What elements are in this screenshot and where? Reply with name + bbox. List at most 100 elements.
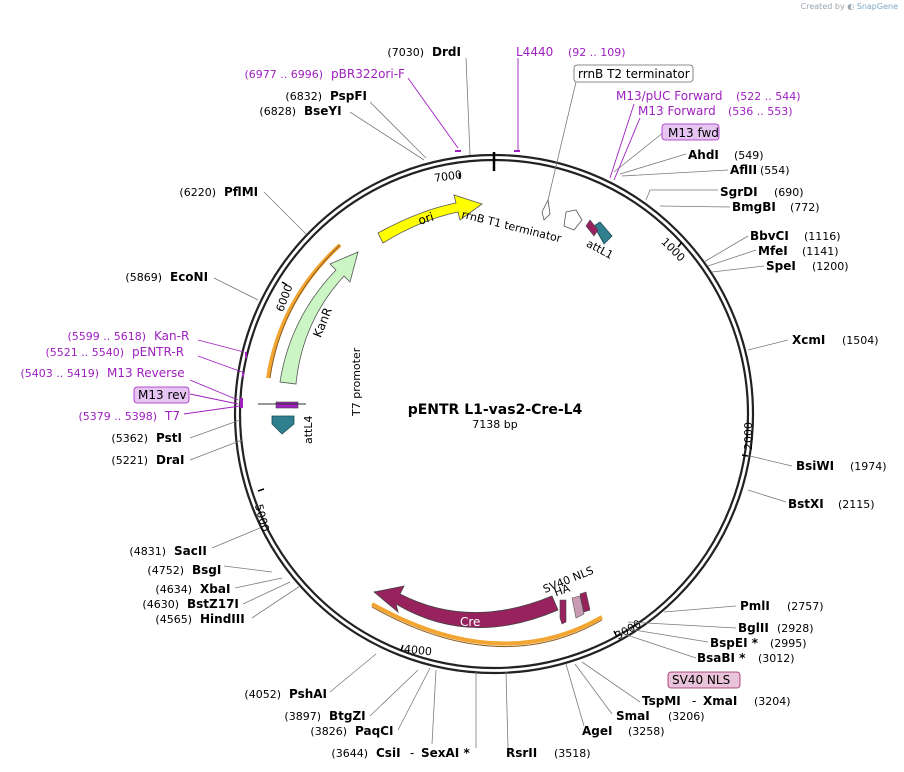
svg-text:PshAI: PshAI xyxy=(289,687,327,701)
rrnb-t1-feature[interactable] xyxy=(563,209,583,231)
site-bmgbi[interactable]: BmgBI (772) xyxy=(732,200,820,214)
svg-text:BsiWI: BsiWI xyxy=(796,459,834,473)
svg-text:PmlI: PmlI xyxy=(740,599,770,613)
site-pshai[interactable]: (4052) PshAI xyxy=(244,687,327,701)
site-bsabi[interactable]: BsaBI * (3012) xyxy=(697,651,795,665)
site-pmli[interactable]: PmlI (2757) xyxy=(740,599,824,613)
site-tspmi[interactable]: TspMI - XmaI (3204) xyxy=(642,694,791,708)
attl4-feature[interactable] xyxy=(271,415,295,435)
svg-text:BsgI: BsgI xyxy=(192,563,221,577)
svg-text:(1200): (1200) xyxy=(812,260,849,273)
site-ahdi[interactable]: AhdI (549) xyxy=(688,148,764,162)
primer-pentr-r[interactable]: (5521 .. 5540) pENTR-R xyxy=(45,345,184,359)
svg-text:RsrII: RsrII xyxy=(506,746,537,760)
attl4-label: attL4 xyxy=(302,416,315,445)
sv40-nls-feature-2 xyxy=(579,591,591,613)
svg-text:(1141): (1141) xyxy=(802,245,839,258)
site-mfei[interactable]: MfeI (1141) xyxy=(758,244,839,258)
svg-text:BtgZI: BtgZI xyxy=(329,709,366,723)
svg-text:PflMI: PflMI xyxy=(224,185,258,199)
svg-text:CsiI: CsiI xyxy=(376,746,401,760)
site-spei[interactable]: SpeI (1200) xyxy=(766,259,849,273)
site-sgrdi[interactable]: SgrDI (690) xyxy=(720,185,804,199)
kanr-feature[interactable] xyxy=(279,251,359,385)
site-drai[interactable]: (5221) DraI xyxy=(111,453,184,467)
svg-text:rrnB T2 terminator: rrnB T2 terminator xyxy=(578,67,690,81)
svg-text:(3012): (3012) xyxy=(758,652,795,665)
svg-text:BstZ17I: BstZ17I xyxy=(187,597,239,611)
primer-lines xyxy=(183,58,641,415)
tick-label-1000: 1000 xyxy=(659,235,688,264)
site-xbai[interactable]: (4634) XbaI xyxy=(155,582,230,596)
svg-text:T7: T7 xyxy=(164,409,180,423)
svg-text:AhdI: AhdI xyxy=(688,148,719,162)
svg-text:(1504): (1504) xyxy=(842,334,879,347)
site-paqci[interactable]: (3826) PaqCI xyxy=(310,724,393,738)
svg-text:(1116): (1116) xyxy=(804,230,841,243)
primer-t7[interactable]: (5379 .. 5398) T7 xyxy=(78,409,180,423)
ori-feature[interactable] xyxy=(377,194,483,244)
snapgene-credit: Created by ◐ SnapGene xyxy=(801,2,898,11)
site-pspfi[interactable]: (6832) PspFI xyxy=(285,89,367,103)
site-hindiii[interactable]: (4565) HindIII xyxy=(155,612,244,626)
site-smai[interactable]: SmaI (3206) xyxy=(616,709,705,723)
primer-kan-r[interactable]: (5599 .. 5618) Kan-R xyxy=(67,329,189,343)
primer-m13puc-forward[interactable]: M13/pUC Forward (522 .. 544) xyxy=(616,89,801,103)
site-csii[interactable]: (3644) CsiI - SexAI * xyxy=(331,746,470,760)
site-agei[interactable]: AgeI (3258) xyxy=(582,724,665,738)
svg-text:(536 .. 553): (536 .. 553) xyxy=(728,105,793,118)
primer-pbr322ori-f[interactable]: (6977 .. 6996) pBR322ori-F xyxy=(244,67,405,81)
box-m13-rev[interactable]: M13 rev xyxy=(133,386,190,404)
box-sv40-nls[interactable]: SV40 NLS xyxy=(667,671,741,689)
svg-text:(3518): (3518) xyxy=(554,747,591,760)
site-bsgi[interactable]: (4752) BsgI xyxy=(147,563,221,577)
svg-text:(3206): (3206) xyxy=(668,710,705,723)
primer-l4440[interactable]: L4440 (92 .. 109) xyxy=(516,45,626,59)
svg-text:(549): (549) xyxy=(734,149,764,162)
rrnb-t2-feature[interactable] xyxy=(541,198,551,221)
svg-text:(6977 .. 6996): (6977 .. 6996) xyxy=(244,68,323,81)
svg-text:BsaBI *: BsaBI * xyxy=(697,651,746,665)
plasmid-length: 7138 bp xyxy=(472,418,517,431)
site-psti[interactable]: (5362) PstI xyxy=(111,431,182,445)
primer-m13-forward[interactable]: M13 Forward (536 .. 553) xyxy=(638,104,793,118)
site-bsiwi[interactable]: BsiWI (1974) xyxy=(796,459,887,473)
site-drdi[interactable]: (7030) DrdI xyxy=(387,45,461,59)
site-rsrii[interactable]: RsrII (3518) xyxy=(506,746,591,760)
site-bbvci[interactable]: BbvCI (1116) xyxy=(750,229,841,243)
svg-text:(2757): (2757) xyxy=(787,600,824,613)
svg-text:EcoNI: EcoNI xyxy=(170,270,208,284)
ori-label: ori xyxy=(416,210,435,228)
site-sacii[interactable]: (4831) SacII xyxy=(129,544,206,558)
site-bspei[interactable]: BspEI * (2995) xyxy=(710,636,807,650)
site-bstxi[interactable]: BstXI (2115) xyxy=(788,497,875,511)
credit-prefix: Created by xyxy=(800,2,845,11)
svg-text:SpeI: SpeI xyxy=(766,259,796,273)
sv40-nls-feature[interactable] xyxy=(571,595,585,619)
tick-label-4000: 4000 xyxy=(403,643,432,659)
svg-text:SexAI *: SexAI * xyxy=(421,746,470,760)
svg-text:(92 .. 109): (92 .. 109) xyxy=(568,46,626,59)
site-aflii[interactable]: AflII (554) xyxy=(730,163,790,177)
box-rrnb-t2[interactable]: rrnB T2 terminator xyxy=(573,64,694,83)
t7-promoter-label: T7 promoter xyxy=(350,347,363,417)
cre-label: Cre xyxy=(460,615,480,629)
t7-promoter-feature[interactable] xyxy=(275,401,299,409)
snapgene-logo-icon: ◐ xyxy=(847,2,855,11)
site-bseyi[interactable]: (6828) BseYI xyxy=(259,104,341,118)
site-btgzi[interactable]: (3897) BtgZI xyxy=(284,709,365,723)
ha-feature[interactable] xyxy=(559,599,567,625)
box-m13-fwd[interactable]: M13 fwd xyxy=(661,123,720,141)
primer-m13-reverse[interactable]: (5403 .. 5419) M13 Reverse xyxy=(20,366,184,380)
cre-feature[interactable] xyxy=(373,585,559,628)
attl1-feature[interactable] xyxy=(593,221,613,245)
site-bglii[interactable]: BglII (2928) xyxy=(738,621,814,635)
credit-brand: SnapGene xyxy=(856,2,898,11)
site-pflmi[interactable]: (6220) PflMI xyxy=(179,185,258,199)
site-econi[interactable]: (5869) EcoNI xyxy=(125,270,208,284)
site-xcmi[interactable]: XcmI (1504) xyxy=(792,333,879,347)
svg-text:(554): (554) xyxy=(760,164,790,177)
svg-text:(2928): (2928) xyxy=(777,622,814,635)
site-bstz17i[interactable]: (4630) BstZ17I xyxy=(142,597,238,611)
